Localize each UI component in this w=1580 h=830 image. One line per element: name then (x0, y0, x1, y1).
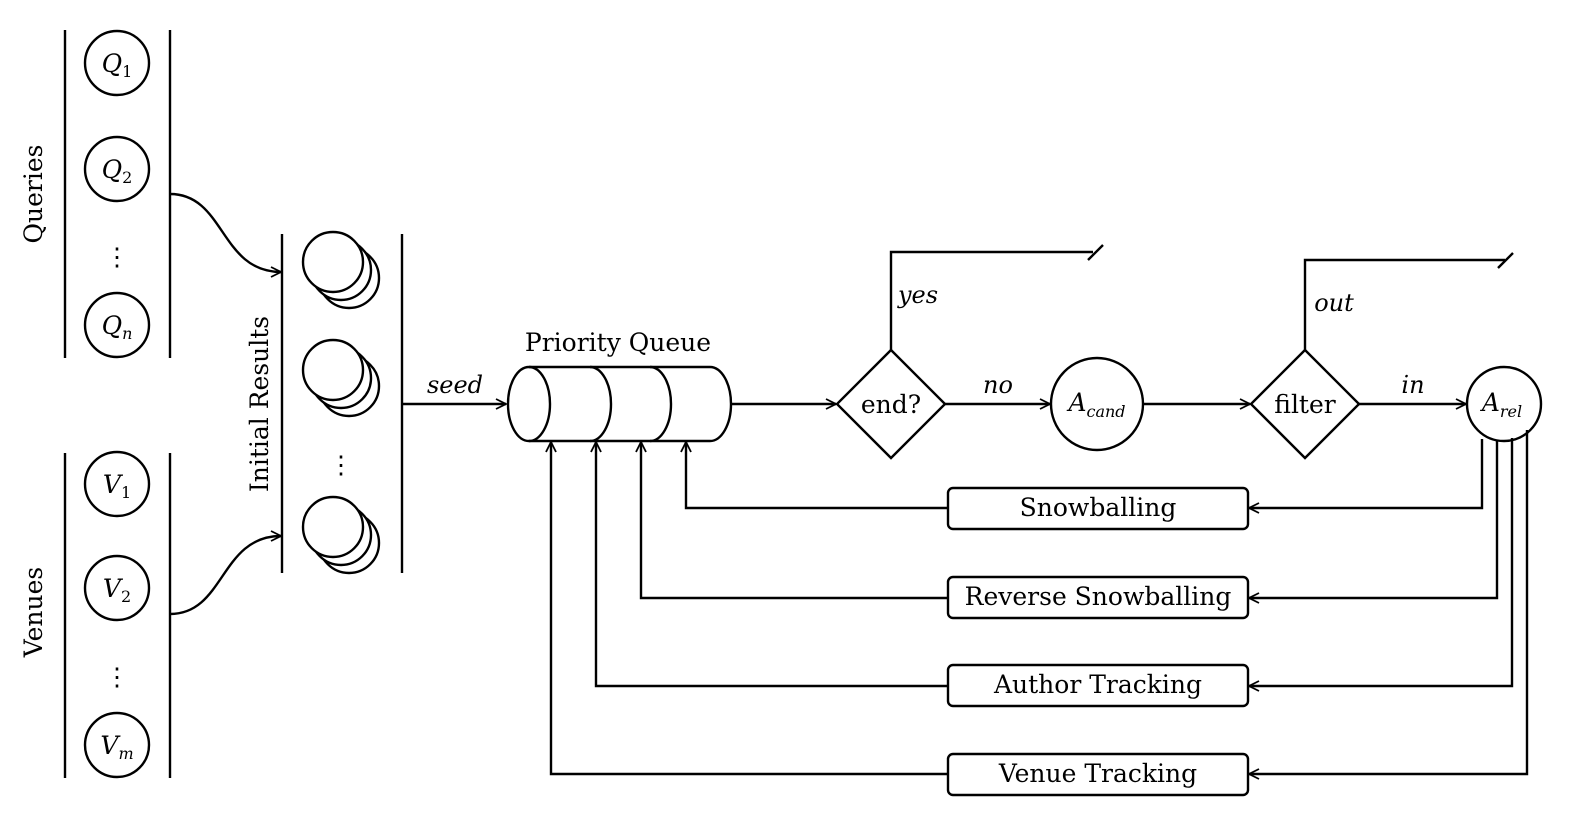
venue-tracking-loop: Venue Tracking (551, 430, 1529, 797)
results-ellipsis: ⋮ (329, 450, 354, 479)
rel-to-venue-tracking-arrow (1249, 430, 1529, 774)
filter-decision: filter (1249, 348, 1361, 460)
no-label: no (983, 371, 1013, 399)
candidate-articles-node: Acand (1049, 356, 1145, 452)
venue-tracking-to-queue-arrow (551, 442, 948, 776)
venues-label: Venues (19, 567, 48, 658)
venue-node: V1 (83, 450, 151, 518)
queue-slot-divider (589, 365, 613, 443)
queries-label: Queries (19, 145, 48, 244)
query-node: Qn (83, 291, 151, 359)
queries-to-results-arrow (169, 192, 281, 272)
svg-text:Arel: Arel (1480, 388, 1522, 421)
svg-text:Q2: Q2 (102, 155, 133, 187)
queue-cylinder (506, 365, 733, 443)
snowballing-to-queue-arrow (686, 442, 948, 510)
initial-results-group: Initial Results ⋮ (245, 230, 404, 575)
yes-exit-line (889, 244, 1104, 350)
venues-group: Venues V1 V2 ⋮ Vm (19, 450, 172, 779)
yes-label: yes (897, 281, 938, 309)
rel-to-reverse-snowballing-arrow (1249, 440, 1499, 598)
author-tracking-label: Author Tracking (993, 670, 1202, 699)
author-tracking-loop: Author Tracking (596, 438, 1514, 708)
query-node: Q1 (83, 29, 151, 97)
document-stack-icon (301, 230, 381, 310)
document-stack-icon (301, 495, 381, 575)
queries-ellipsis: ⋮ (105, 242, 130, 271)
end-decision: end? (835, 348, 947, 460)
venues-ellipsis: ⋮ (105, 662, 130, 691)
venue-tracking-label: Venue Tracking (998, 759, 1197, 788)
out-exit-line (1303, 252, 1514, 350)
svg-text:Vm: Vm (100, 731, 133, 763)
snowballing-label: Snowballing (1020, 493, 1177, 522)
document-stack-icon (301, 338, 381, 418)
queue-slot-divider (649, 365, 673, 443)
queue-slot-divider (528, 365, 552, 443)
queries-group: Queries Q1 Q2 ⋮ Qn (19, 29, 172, 359)
venue-node: Vm (83, 711, 151, 779)
svg-text:Q1: Q1 (102, 49, 133, 81)
reverse-snowballing-to-queue-arrow (641, 442, 948, 600)
rel-to-snowballing-arrow (1249, 439, 1484, 508)
author-tracking-to-queue-arrow (596, 442, 948, 688)
query-node: Q2 (83, 135, 151, 203)
out-label: out (1314, 289, 1354, 317)
rel-to-author-tracking-arrow (1249, 438, 1514, 686)
venue-node: V2 (83, 554, 151, 622)
svg-text:V1: V1 (103, 470, 131, 502)
reverse-snowballing-loop: Reverse Snowballing (641, 440, 1499, 620)
filter-decision-label: filter (1274, 390, 1336, 419)
priority-queue-label: Priority Queue (525, 328, 711, 357)
reverse-snowballing-label: Reverse Snowballing (965, 582, 1232, 611)
seed-label: seed (427, 371, 483, 399)
in-label: in (1401, 371, 1424, 399)
priority-queue: Priority Queue (506, 328, 733, 443)
venues-to-results-arrow (169, 536, 281, 616)
relevant-articles-node: Arel (1465, 365, 1543, 443)
end-decision-label: end? (861, 390, 921, 419)
svg-text:Acand: Acand (1066, 388, 1125, 421)
snowballing-loop: Snowballing (686, 439, 1484, 531)
initial-results-label: Initial Results (245, 316, 274, 492)
svg-text:V2: V2 (103, 574, 131, 606)
svg-text:Qn: Qn (102, 311, 133, 343)
